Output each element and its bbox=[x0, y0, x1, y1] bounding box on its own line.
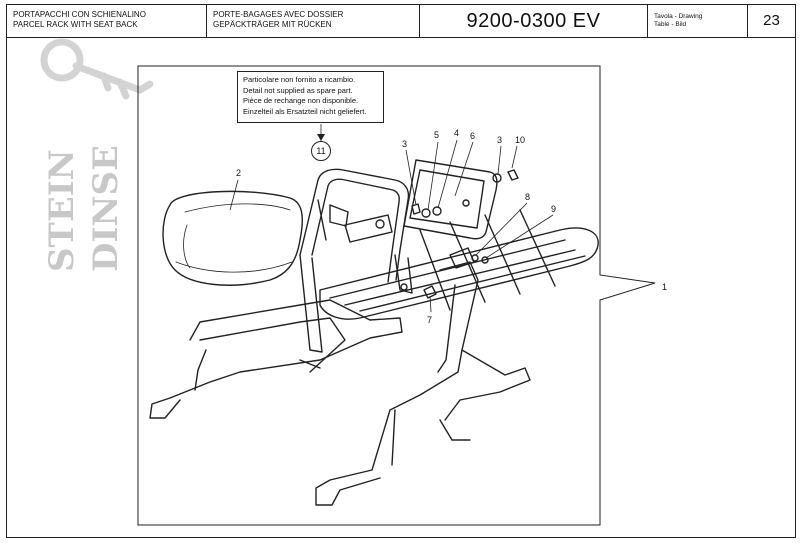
washer-5 bbox=[421, 208, 431, 218]
washer-8 bbox=[471, 254, 479, 262]
bolt-7 bbox=[423, 285, 437, 299]
note-german: Einzelteil als Ersatzteil nicht geliefer… bbox=[243, 106, 367, 116]
screw-3-left bbox=[411, 203, 421, 215]
title-german: GEPÄCKTRÄGER MIT RÜCKEN bbox=[213, 20, 332, 29]
title-italian: PORTAPACCHI CON SCHIENALINO bbox=[13, 10, 146, 19]
leader-lines bbox=[229, 124, 554, 313]
note-italian: Particolare non fornito a ricambio. bbox=[243, 75, 356, 84]
callout-11: 11 bbox=[311, 141, 331, 161]
callout-5: 5 bbox=[434, 130, 440, 140]
assembly-bracket bbox=[137, 65, 656, 526]
left-side-rail bbox=[149, 299, 403, 419]
title-cell-it-en: PORTAPACCHI CON SCHIENALINO PARCEL RACK … bbox=[7, 5, 207, 37]
tavola-drawing-label: Tavola - Drawing bbox=[654, 13, 703, 20]
title-cell-fr-de: PORTE-BAGAGES AVEC DOSSIER GEPÄCKTRÄGER … bbox=[207, 5, 420, 37]
title-english: PARCEL RACK WITH SEAT BACK bbox=[13, 20, 138, 29]
part-code: 9200-0300 EV bbox=[420, 5, 648, 37]
luggage-rack bbox=[319, 227, 599, 320]
title-french: PORTE-BAGAGES AVEC DOSSIER bbox=[213, 10, 344, 19]
spare-part-note: Particolare non fornito a ricambio. Deta… bbox=[237, 71, 384, 123]
seat-back-cushion bbox=[162, 190, 303, 286]
nut-4 bbox=[432, 206, 442, 216]
callout-6: 6 bbox=[470, 131, 476, 141]
title-block: PORTAPACCHI CON SCHIENALINO PARCEL RACK … bbox=[6, 4, 796, 38]
watermark-key-logo bbox=[40, 38, 154, 100]
callout-1: 1 bbox=[662, 282, 668, 292]
callout-9: 9 bbox=[551, 204, 557, 214]
callout-3-right: 3 bbox=[497, 135, 503, 145]
table-label-cell: Tavola - Drawing Table - Bild bbox=[648, 5, 748, 37]
callout-3-left: 3 bbox=[402, 139, 408, 149]
note-french: Pièce de rechange non disponible. bbox=[243, 96, 359, 105]
callout-7: 7 bbox=[427, 315, 433, 325]
table-bild-label: Table - Bild bbox=[654, 21, 687, 28]
right-side-rail bbox=[315, 261, 479, 506]
callout-4: 4 bbox=[454, 128, 460, 138]
license-plate-holder bbox=[403, 159, 498, 240]
screw-3-right bbox=[492, 173, 502, 183]
table-number: 23 bbox=[763, 12, 780, 29]
callout-2: 2 bbox=[236, 168, 242, 178]
nut-9 bbox=[481, 256, 489, 264]
note-english: Detail not supplied as spare part. bbox=[243, 85, 353, 95]
callout-10: 10 bbox=[515, 135, 526, 145]
seat-back-frame bbox=[299, 168, 410, 281]
callout-8: 8 bbox=[525, 192, 531, 202]
bolt-10 bbox=[507, 169, 519, 181]
drawing-frame bbox=[6, 38, 796, 538]
